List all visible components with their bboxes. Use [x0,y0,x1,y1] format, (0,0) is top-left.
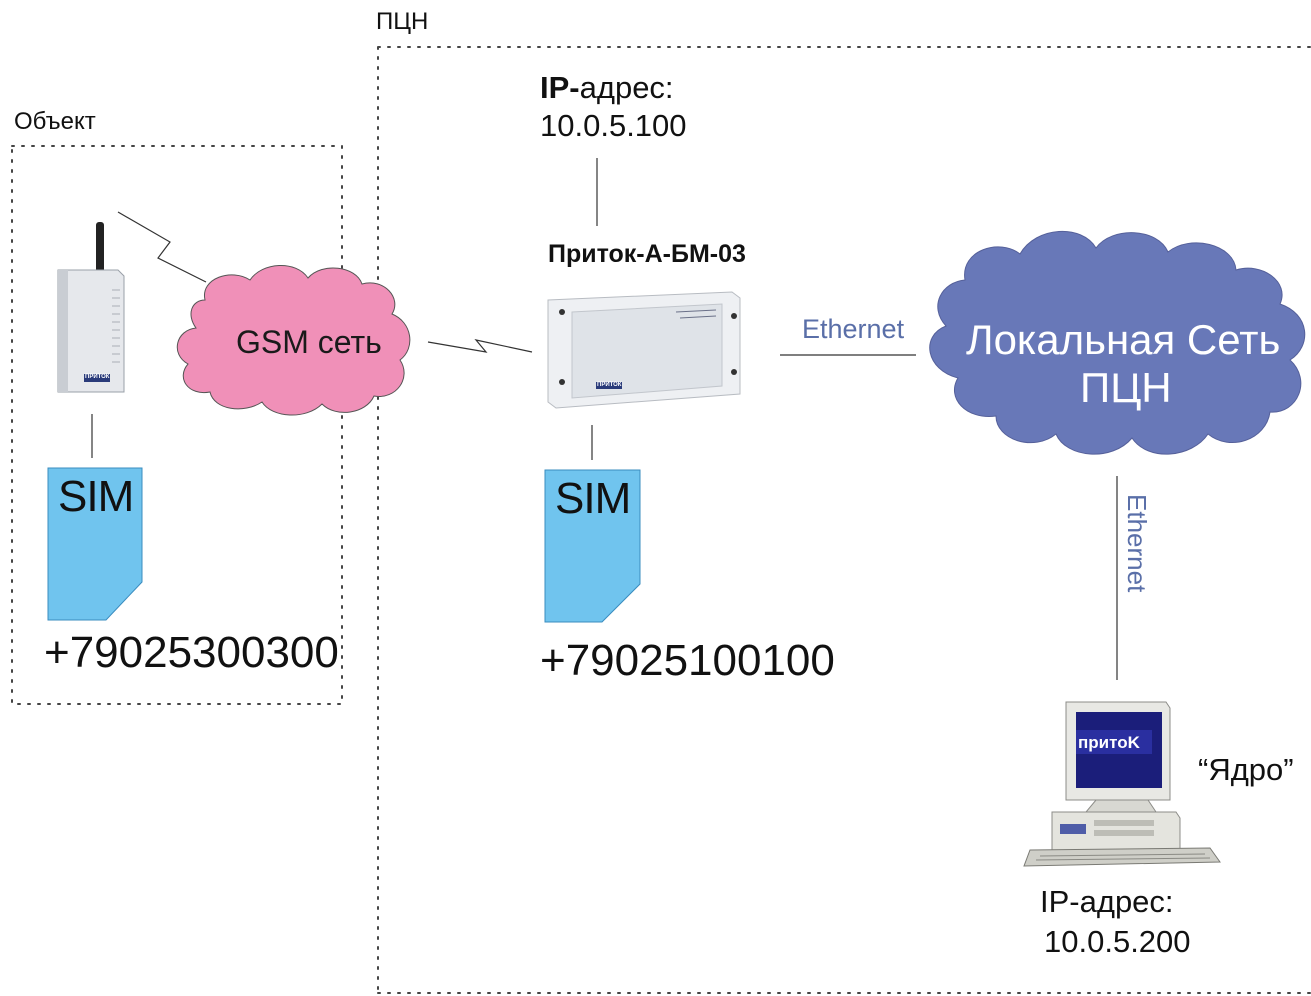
object-sim-label: SIM [58,472,134,521]
base-sim-label: SIM [555,474,631,523]
pcn-zone-border [377,46,1311,996]
base-ip-word: адрес: [579,70,674,105]
object-zone-label: Объект [14,108,96,135]
radio-link-object [117,211,207,283]
lan-cloud-label-line1: Локальная Сеть [966,316,1281,363]
base-ip-value: 10.0.5.100 [540,108,687,143]
core-ip-label: IP-адрес: [1040,884,1174,919]
pcn-zone-label: ПЦН [376,8,429,35]
ethernet-label-horizontal: Ethernet [802,314,905,344]
core-screen-brand: притоK [1078,733,1140,752]
object-zone-border [11,145,343,705]
gsm-cloud-label: GSM сеть [236,324,382,360]
base-device-brand: ПРИТОК [597,382,622,388]
lan-cloud-label-line2: ПЦН [1080,364,1172,411]
gsm-cloud [176,265,411,416]
radio-link-base [427,339,533,353]
core-name: “Ядро” [1198,752,1294,787]
core-pc-device [1023,701,1221,867]
object-sim-card [47,467,143,621]
base-ip-label: IP-адрес: [540,70,674,106]
object-gsm-device [57,222,125,393]
object-device-brand: ПРИТОК [85,374,110,380]
object-phone-number: +79025300300 [44,628,339,677]
base-sim-card [544,469,641,623]
base-module-name: Приток-А-БМ-03 [548,240,746,268]
core-ip-value: 10.0.5.200 [1044,924,1191,959]
ethernet-label-vertical: Ethernet [1122,494,1152,593]
base-module-device [547,291,741,409]
lan-cloud [929,230,1306,455]
base-phone-number: +79025100100 [540,636,835,685]
base-ip-prefix: IP- [540,70,580,105]
